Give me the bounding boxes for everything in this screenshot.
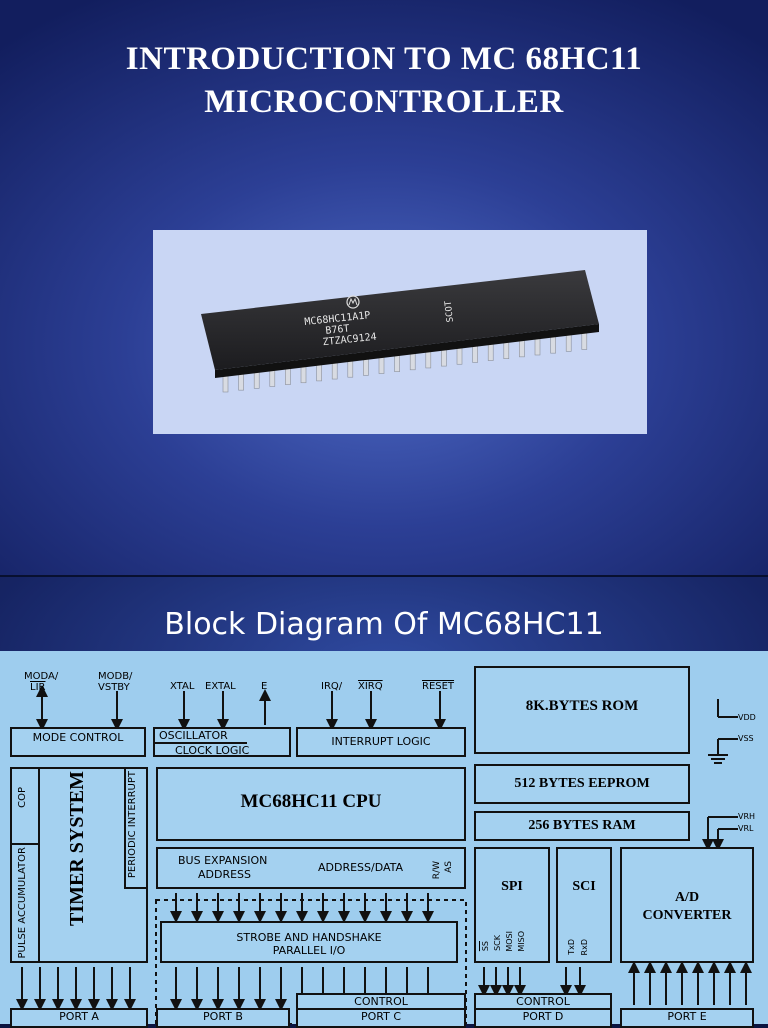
sci-block: SCI xyxy=(556,847,612,963)
signal-reset: RESET xyxy=(422,681,455,692)
timer-system-label: TIMER SYSTEM xyxy=(66,771,88,927)
interrupt-logic-block: INTERRUPT LOGIC xyxy=(296,727,466,757)
block-diagram: MODA/ LIR MODB/ VSTBY XTAL EXTAL E IRQ/ … xyxy=(0,651,768,1028)
port-a-block: PORT A xyxy=(10,1008,148,1028)
ram-block: 256 BYTES RAM xyxy=(474,811,690,841)
cop-label: COP xyxy=(17,787,28,808)
port-c-control-block: CONTROL xyxy=(296,993,466,1010)
slide-divider xyxy=(0,575,768,577)
signal-xirq: XIRQ xyxy=(358,681,383,692)
bus-expansion-block: BUS EXPANSION ADDRESS ADDRESS/DATA xyxy=(156,847,466,889)
port-e-block: PORT E xyxy=(620,1008,754,1028)
signal-e: E xyxy=(261,681,268,692)
clock-logic-label: CLOCK LOGIC xyxy=(175,744,250,757)
rw-label: R/W xyxy=(432,861,442,880)
address-label: ADDRESS xyxy=(198,868,252,881)
chip-body xyxy=(201,270,599,370)
chip-photo: MC68HC11A1P B76T ZTZAC9124 SCOT xyxy=(153,230,647,434)
ss-label: SS xyxy=(481,941,490,952)
bus-expansion-label: BUS EXPANSION xyxy=(178,854,268,867)
chip-illustration: MC68HC11A1P B76T ZTZAC9124 SCOT xyxy=(201,270,599,393)
oscillator-label: OSCILLATOR xyxy=(155,729,247,744)
txd-label: TxD xyxy=(567,939,576,955)
pulse-accumulator-label: PULSE ACCUMULATOR xyxy=(17,847,28,959)
ad-converter-block: A/D CONVERTER xyxy=(620,847,754,963)
strobe-parallel-block: STROBE AND HANDSHAKE PARALLEL I/O xyxy=(160,921,458,963)
signal-xtal: XTAL xyxy=(170,681,195,692)
spi-block: SPI xyxy=(474,847,550,963)
address-data-label: ADDRESS/DATA xyxy=(318,861,404,874)
signal-vrl: VRL xyxy=(738,824,754,833)
slide-title: INTRODUCTION TO MC 68HC11 MICROCONTROLLE… xyxy=(0,38,768,124)
signal-irq: IRQ/ xyxy=(321,681,343,692)
signal-vdd: VDD xyxy=(738,713,756,722)
miso-label: MISO xyxy=(517,931,526,952)
motorola-logo-icon xyxy=(346,295,360,309)
signal-modb: MODB/ xyxy=(98,671,133,682)
signal-vrh: VRH xyxy=(738,812,756,821)
port-c-block: PORT C xyxy=(296,1008,466,1028)
as-label: AS xyxy=(444,861,454,873)
mosi-label: MOSI xyxy=(505,931,514,952)
timer-system-block xyxy=(10,767,148,963)
rom-block: 8K.BYTES ROM xyxy=(474,666,690,754)
signal-lir: LIR xyxy=(30,682,46,693)
port-b-block: PORT B xyxy=(156,1008,290,1028)
cpu-block: MC68HC11 CPU xyxy=(156,767,466,841)
title-line-1: INTRODUCTION TO MC 68HC11 xyxy=(125,41,643,77)
signal-moda: MODA/ xyxy=(24,671,59,682)
title-line-2: MICROCONTROLLER xyxy=(204,84,564,120)
slide-intro: INTRODUCTION TO MC 68HC11 MICROCONTROLLE… xyxy=(0,0,768,576)
eeprom-block: 512 BYTES EEPROM xyxy=(474,764,690,804)
block-diagram-title: Block Diagram Of MC68HC11 xyxy=(164,607,604,642)
oscillator-clock-block: OSCILLATOR CLOCK LOGIC xyxy=(153,727,291,757)
chip-side-code: SCOT xyxy=(444,300,456,323)
mode-control-block: MODE CONTROL xyxy=(10,727,146,757)
chip-date-code: B76T xyxy=(325,323,350,336)
signal-vss: VSS xyxy=(738,734,754,743)
sck-label: SCK xyxy=(493,935,502,951)
signal-vstby: VSTBY xyxy=(98,682,130,693)
periodic-interrupt-label: PERIODIC INTERRUPT xyxy=(127,771,138,879)
rxd-label: RxD xyxy=(580,939,589,956)
port-d-block: PORT D xyxy=(474,1008,612,1028)
bus-dashed-region xyxy=(155,899,467,1024)
signal-extal: EXTAL xyxy=(205,681,236,692)
